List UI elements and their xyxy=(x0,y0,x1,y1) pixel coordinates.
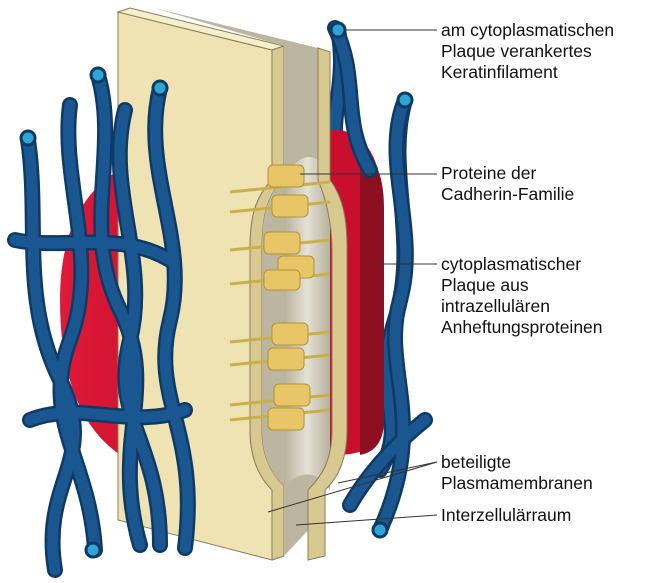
label-plasma-membranes: beteiligte Plasmamembranen xyxy=(441,452,593,494)
label-intercellular-space: Interzellulärraum xyxy=(441,505,571,526)
label-cytoplasmic-plaque: cytoplasmatischer Plaque aus intrazellul… xyxy=(441,254,603,338)
label-keratin-filament: am cytoplasmatischen Plaque verankertes … xyxy=(441,20,614,83)
label-cadherin-proteins: Proteine der Cadherin-Familie xyxy=(441,163,574,205)
